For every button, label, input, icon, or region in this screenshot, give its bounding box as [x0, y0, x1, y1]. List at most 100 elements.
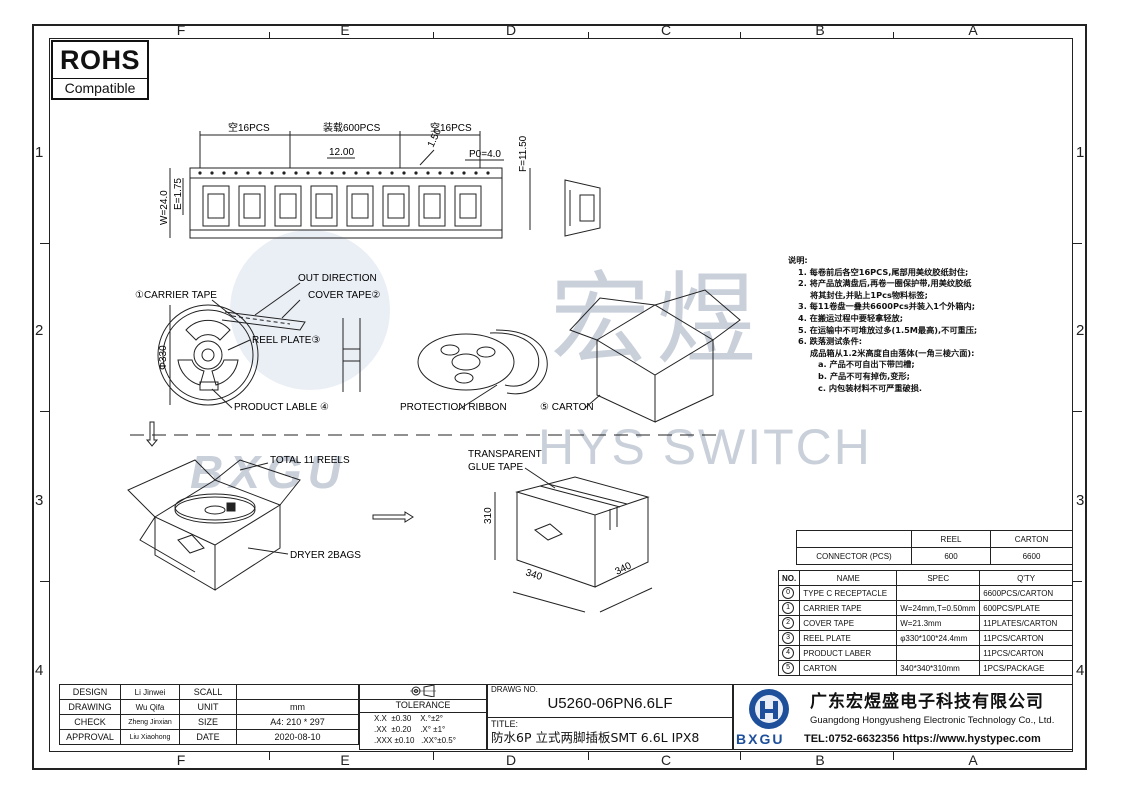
unit-label: UNIT — [179, 699, 237, 715]
bom-row-name: COVER TAPE — [799, 615, 898, 631]
tolerance-line: .XXX ±0.10 .XX°±0.5° — [374, 736, 456, 745]
bom-row-number: 5 — [782, 662, 795, 674]
packing-box-open-drawing — [127, 459, 653, 613]
zone-tick — [269, 32, 270, 39]
label-reel-plate: REEL PLATE③ — [252, 335, 320, 346]
zone-tick — [269, 752, 270, 760]
notes-title: 说明: — [788, 255, 808, 265]
dim-leader-empty: 空16PCS — [228, 121, 270, 134]
label-product-label: PRODUCT LABLE ④ — [234, 402, 329, 413]
zone-tick — [893, 32, 894, 39]
note-line: 成品箱从1.2米高度自由落体(一角三棱六面): — [810, 347, 975, 358]
rohs-badge: ROHS Compatible — [51, 40, 149, 100]
label-reel-diameter: Φ330 — [158, 345, 169, 370]
zone-tick — [893, 752, 894, 760]
zone-label-bottom-e: E — [340, 752, 350, 768]
note-line: 2. 将产品放满盘后,再卷一圈保护带,用美纹胶纸 — [798, 278, 972, 289]
label-protection-ribbon: PROTECTION RIBBON — [400, 402, 507, 413]
zone-tick — [1073, 411, 1082, 412]
zone-number-right-1: 1 — [1076, 144, 1085, 161]
label-box-length: 340 — [524, 567, 544, 583]
bom-row-name: TYPE C RECEPTACLE — [799, 585, 898, 601]
dim-loaded: 装载600PCS — [323, 121, 381, 134]
zone-label-top-e: E — [340, 22, 350, 38]
bom-row-number: 4 — [782, 647, 795, 659]
design-name: Li Jinwei — [120, 684, 180, 700]
check-name: Zheng Jinxian — [120, 714, 180, 730]
unit-value: mm — [236, 699, 359, 715]
bom-row-number: 2 — [782, 617, 795, 629]
zone-tick — [1073, 243, 1082, 244]
bom-row-qty: 6600PCS/CARTON — [979, 585, 1073, 601]
bom-row-qty: 600PCS/PLATE — [979, 600, 1073, 616]
dim-trailer-empty: 空16PCS — [430, 121, 472, 134]
zone-tick — [740, 32, 741, 39]
projection-symbol-icon — [360, 684, 486, 700]
label-carrier-tape: ①CARRIER TAPE — [135, 290, 217, 301]
drawing-label: DRAWING — [59, 699, 121, 715]
label-box-width: 340 — [613, 560, 633, 577]
size-value: A4: 210 * 297 — [236, 714, 359, 730]
tolerance-line: .XX ±0.20 .X° ±1° — [374, 725, 446, 734]
date-label: DATE — [179, 729, 237, 745]
bom-row: 3 REEL PLATE φ330*100*24.4mm 11PCS/CARTO… — [777, 630, 1073, 646]
zone-tick — [40, 411, 49, 412]
zone-label-bottom-c: C — [660, 752, 672, 768]
label-glue-tape-line2: GLUE TAPE — [468, 462, 524, 473]
bom-row-name: CARTON — [799, 660, 898, 676]
company-name-cn: 广东宏煜盛电子科技有限公司 — [810, 692, 1044, 712]
bom-row: 1 CARRIER TAPE W=24mm,T=0.50mm 600PCS/PL… — [777, 600, 1073, 616]
zone-number-left-4: 4 — [35, 662, 44, 679]
bom-row-spec: W=21.3mm — [896, 615, 981, 631]
company-name-en: Guangdong Hongyusheng Electronic Technol… — [810, 715, 1055, 726]
watermark-logo — [230, 230, 390, 390]
zone-label-top-f: F — [176, 22, 186, 38]
bom-row-qty: 1PCS/PACKAGE — [979, 660, 1073, 676]
design-label: DESIGN — [59, 684, 121, 700]
dim-pitch: 12.00 — [329, 147, 354, 158]
rohs-title: ROHS — [59, 45, 140, 75]
note-line: c. 内包装材料不可严重破损. — [818, 382, 922, 393]
bom-row-spec: 340*340*310mm — [896, 660, 981, 676]
label-cover-tape: COVER TAPE② — [308, 290, 381, 301]
note-line: 3. 每11卷盘一叠共6600Pcs并装入1个外箱内; — [798, 301, 975, 312]
zone-label-top-b: B — [815, 22, 825, 38]
drawing-name: Wu Qifa — [120, 699, 180, 715]
zone-tick — [433, 752, 434, 760]
drawing-outer-border — [32, 24, 1087, 770]
label-glue-tape-line1: TRANSPARENT — [468, 449, 542, 460]
tolerance-block: TOLERANCE X.X ±0.30 X.°±2° .XX ±0.20 .X°… — [359, 684, 487, 750]
zone-label-bottom-d: D — [505, 752, 517, 768]
down-arrow-icon — [145, 421, 159, 447]
company-logo-icon — [749, 689, 789, 729]
bom-row: 5 CARTON 340*340*310mm 1PCS/PACKAGE — [777, 660, 1073, 676]
zone-number-left-2: 2 — [35, 322, 44, 339]
note-line: a. 产品不可自出下带凹槽; — [818, 359, 915, 370]
drawing-number-label: DRAWG NO. — [491, 685, 538, 694]
bom-row-name: CARRIER TAPE — [799, 600, 898, 616]
zone-label-top-a: A — [968, 22, 978, 38]
bom-row: 2 COVER TAPE W=21.3mm 11PLATES/CARTON — [777, 615, 1073, 631]
zone-number-right-2: 2 — [1076, 322, 1085, 339]
carrier-tape-drawing — [169, 131, 601, 239]
size-label: SIZE — [179, 714, 237, 730]
company-contact: TEL:0752-6632356 https://www.hystypec.co… — [804, 733, 1041, 745]
zone-label-top-d: D — [505, 22, 517, 38]
bom-row-spec: φ330*100*24.4mm — [896, 630, 981, 646]
bom-row-name: PRODUCT LABER — [799, 645, 898, 661]
qty-header-empty — [796, 530, 912, 548]
zone-tick — [433, 32, 434, 39]
bom-header-qty: Q'TY — [979, 570, 1073, 586]
drawing-inner-border — [49, 38, 1073, 752]
qty-header-reel: REEL — [911, 530, 991, 548]
qty-row-reel: 600 — [911, 547, 991, 565]
dim-f: F=11.50 — [518, 135, 529, 172]
zone-tick — [1073, 581, 1082, 582]
note-line: 4. 在搬运过程中要轻拿轻放; — [798, 312, 903, 323]
drawing-title: 防水6P 立式两脚插板SMT 6.6L IPX8 — [491, 730, 700, 745]
qty-row-carton: 6600 — [990, 547, 1073, 565]
zone-number-right-3: 3 — [1076, 492, 1085, 509]
bom-row-name: REEL PLATE — [799, 630, 898, 646]
qty-table: REEL CARTON CONNECTOR (PCS) 600 6600 — [796, 530, 1073, 565]
